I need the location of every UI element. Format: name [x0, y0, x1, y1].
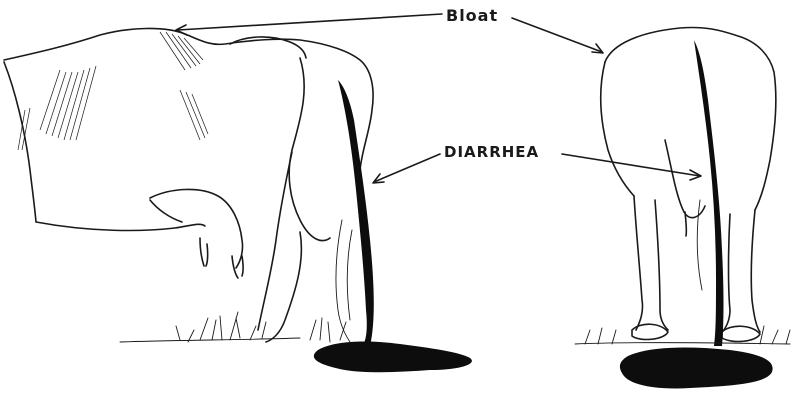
- annotation-arrows: [176, 14, 701, 183]
- left-cow: [4, 28, 472, 372]
- bloat-label: Bloat: [446, 6, 498, 25]
- diarrhea-arrow-right: [562, 154, 700, 176]
- diarrhea-arrow-left: [374, 154, 440, 182]
- right-cow: [575, 27, 790, 388]
- diarrhea-label: DIARRHEA: [444, 143, 539, 161]
- bloat-arrow-left: [178, 14, 442, 30]
- bloat-arrow-right: [512, 18, 602, 52]
